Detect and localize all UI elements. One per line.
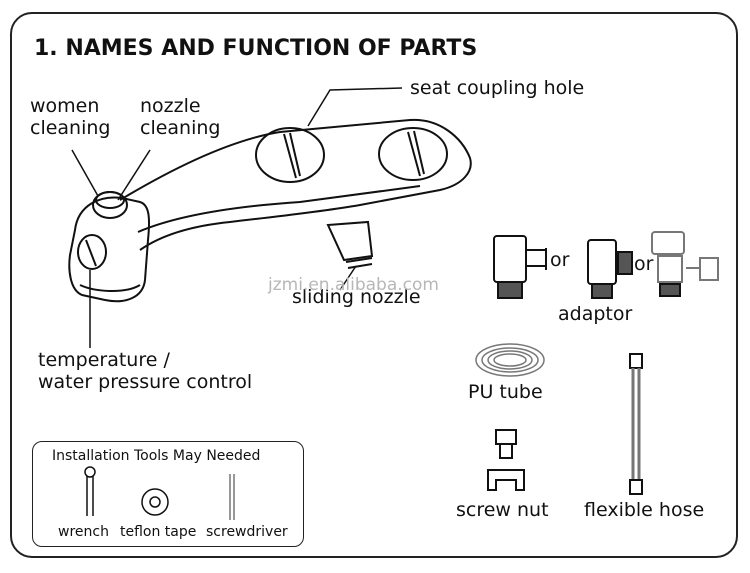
tool-wrench-label: wrench: [58, 524, 109, 540]
flexible-hose-part: [629, 353, 643, 495]
label-screw-nut: screw nut: [456, 499, 549, 521]
sliding-nozzle-part: [326, 220, 374, 262]
diagram-frame: [10, 12, 738, 558]
installation-tools-box: [32, 441, 304, 547]
tool-teflon-tape-label: teflon tape: [120, 524, 197, 540]
seat-coupling-left: [255, 127, 325, 183]
label-temperature-line2: water pressure control: [38, 370, 253, 393]
tools-illustration: [84, 466, 235, 520]
label-pu-tube: PU tube: [468, 381, 543, 403]
watermark: jzmi.en.alibaba.com: [268, 275, 439, 295]
label-sliding-nozzle: sliding nozzle: [292, 286, 421, 308]
label-adaptor: adaptor: [558, 303, 633, 325]
label-flexible-hose: flexible hose: [584, 499, 705, 521]
control-body: [68, 196, 150, 303]
adaptor-group: [493, 231, 719, 299]
label-temperature-control: temperature / water pressure control: [38, 349, 253, 394]
label-or-1: or: [550, 249, 570, 271]
label-women-cleaning: women cleaning: [30, 95, 111, 140]
label-women-cleaning-line2: cleaning: [30, 116, 111, 139]
label-temperature-line1: temperature /: [38, 349, 170, 371]
tools-heading: Installation Tools May Needed: [52, 448, 261, 464]
temperature-knob: [77, 234, 107, 270]
pu-tube-coil: [475, 343, 545, 377]
tool-screwdriver-label: screwdriver: [206, 524, 288, 540]
label-nozzle-cleaning-line2: cleaning: [140, 116, 221, 139]
page-title: 1. NAMES AND FUNCTION OF PARTS: [34, 36, 478, 61]
label-nozzle-cleaning-line1: nozzle: [140, 95, 201, 117]
label-women-cleaning-line1: women: [30, 95, 100, 117]
bidet-arm: [119, 118, 472, 251]
screw-nut-part: [487, 429, 525, 491]
label-seat-coupling-hole: seat coupling hole: [410, 77, 585, 99]
seat-coupling-right: [378, 127, 448, 181]
label-nozzle-cleaning: nozzle cleaning: [140, 95, 221, 140]
label-or-2: or: [634, 253, 654, 275]
